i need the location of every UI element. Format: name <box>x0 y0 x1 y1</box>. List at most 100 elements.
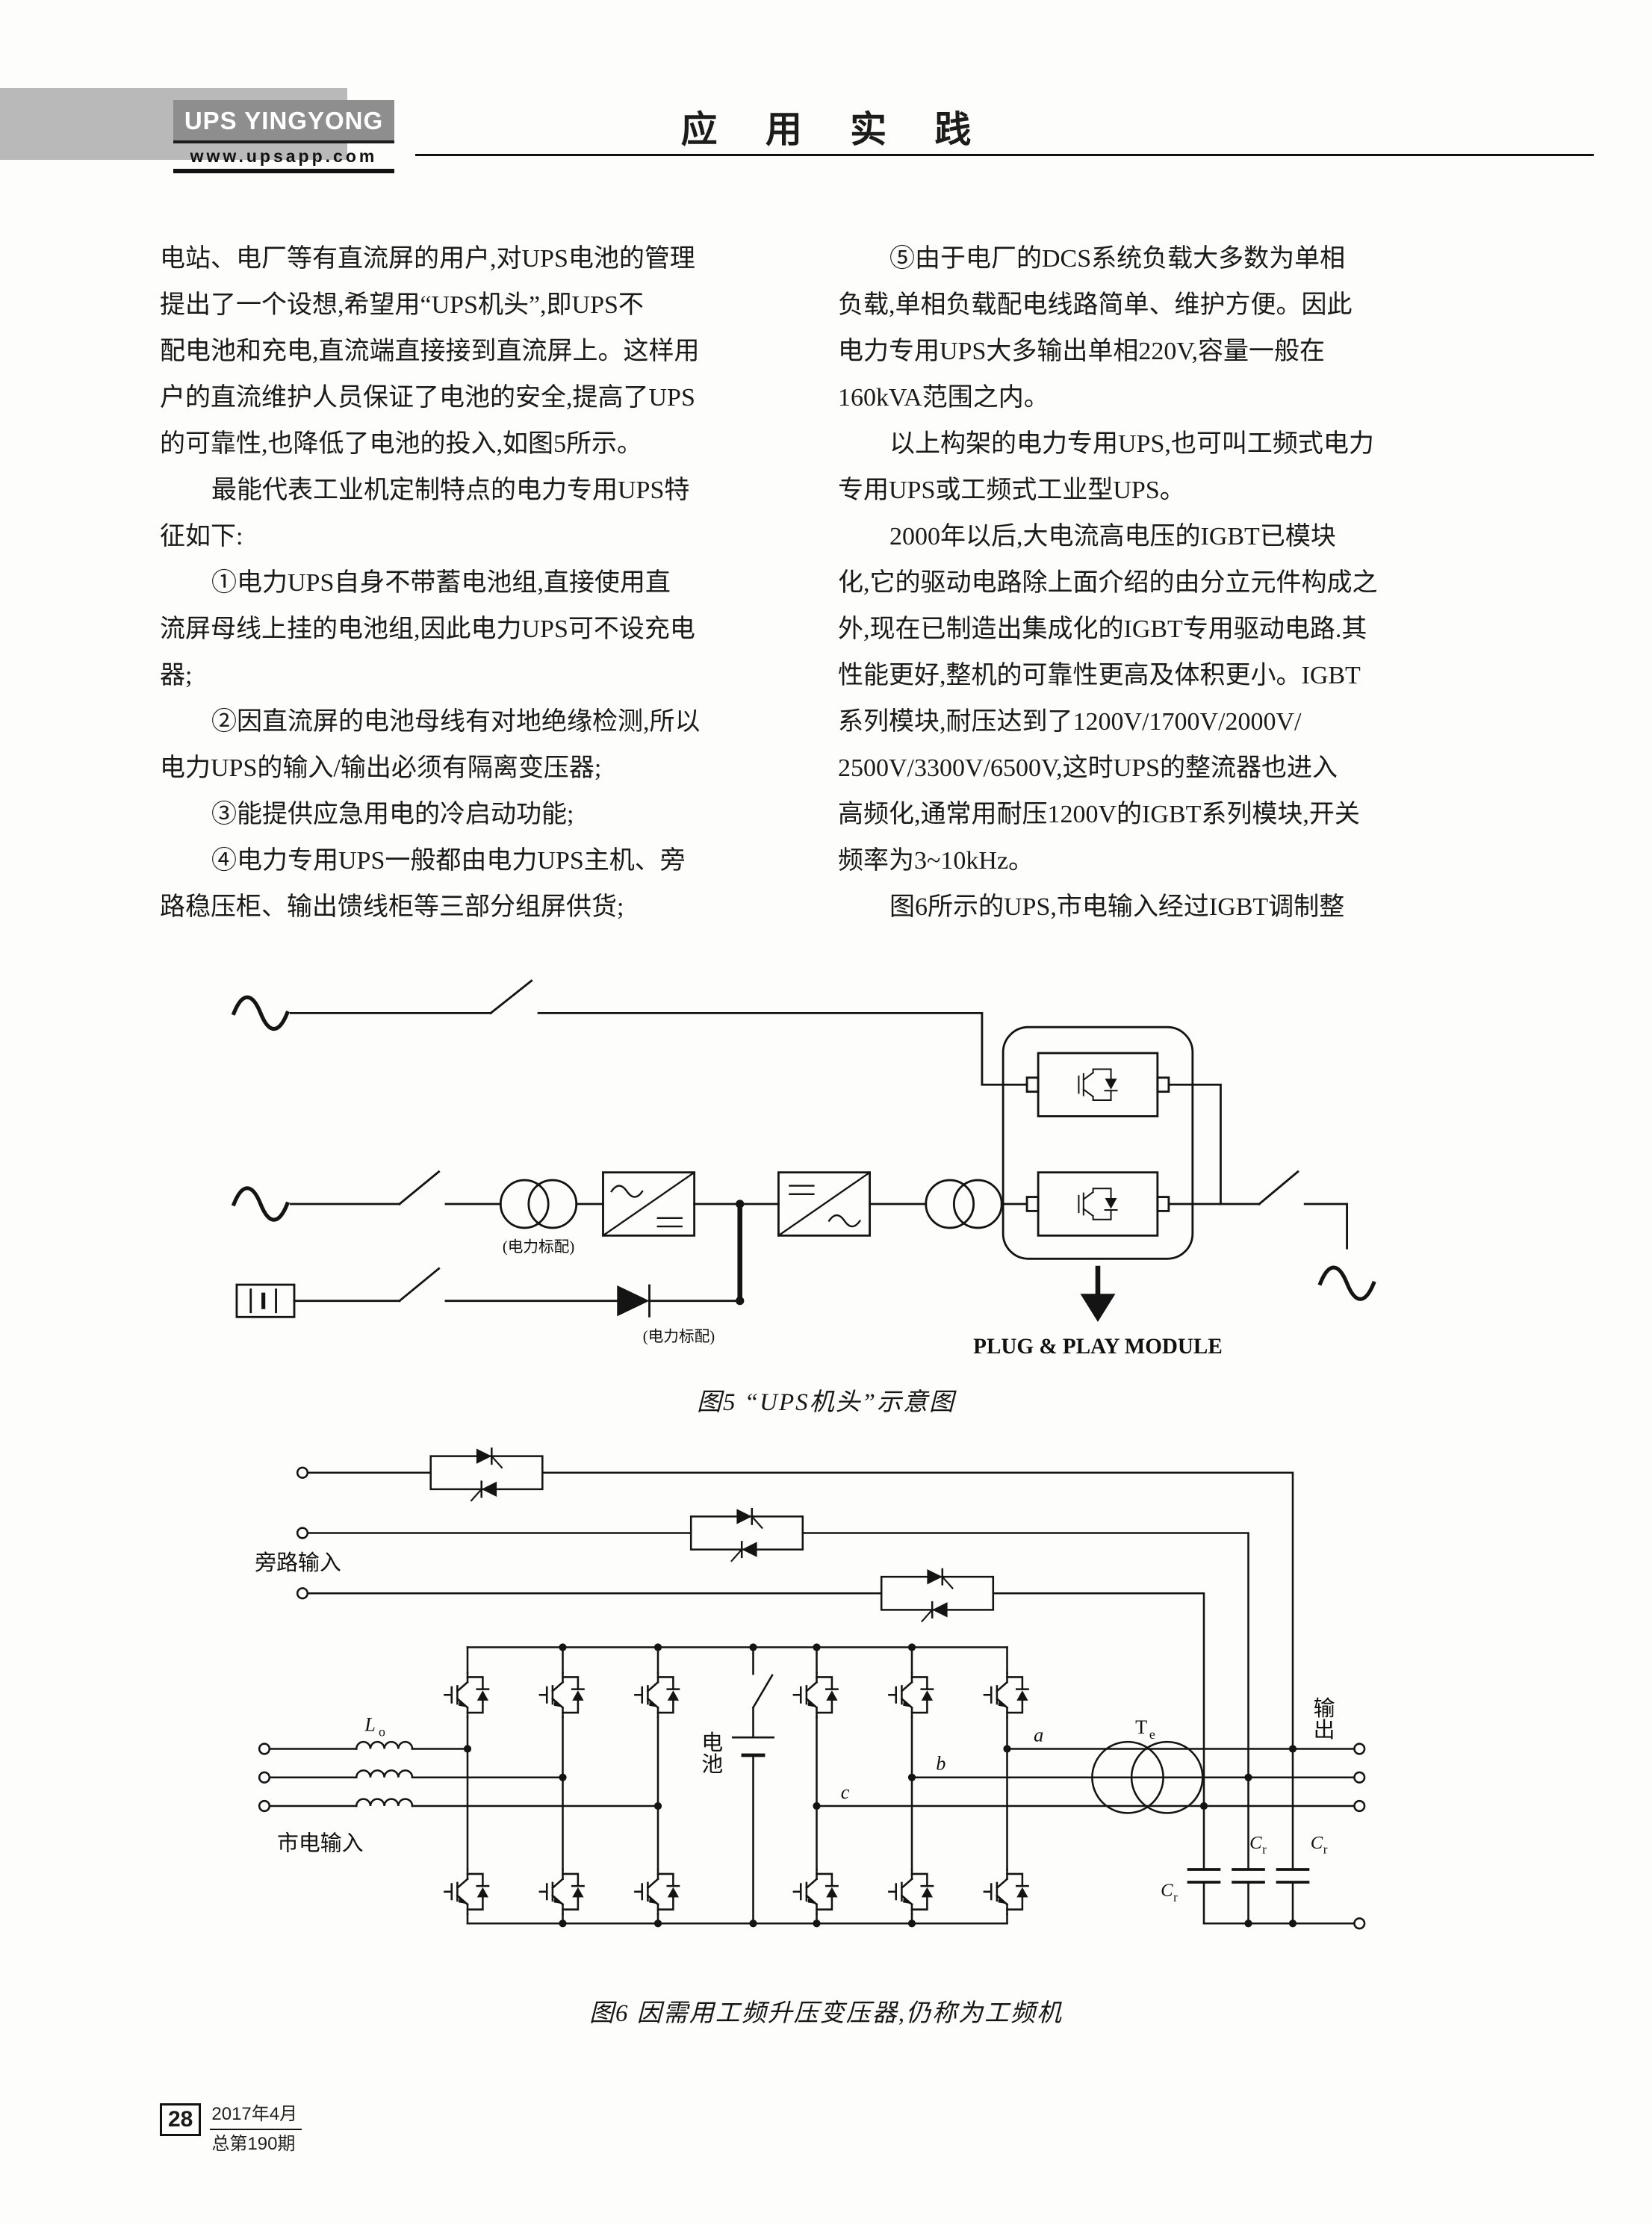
mains-input: 市电输入 L o <box>258 1714 659 1856</box>
igbt-icon <box>1078 1068 1118 1102</box>
igbt-icon <box>792 1672 839 1719</box>
figure6-diagram: 旁路输入 市电输入 L o <box>255 1447 1366 1930</box>
logo-title: UPS YINGYONG <box>173 100 394 143</box>
figure5-caption: 图5 “UPS机头”示意图 <box>697 1389 955 1416</box>
figure6-caption: 图6 因需用工频升压变压器,仍称为工频机 <box>589 2000 1063 2027</box>
output-label: 输出 <box>1310 1697 1334 1740</box>
capacitor-icon <box>1232 1868 1265 1884</box>
body-text-line: 器; <box>160 662 193 689</box>
inductor-icon <box>355 1769 414 1779</box>
rectifier-box <box>601 1171 696 1237</box>
issue-number: 总第190期 <box>211 2134 296 2154</box>
wire <box>801 1532 1249 1871</box>
switch-icon <box>1258 1170 1299 1205</box>
body-text-line: ③能提供应急用电的冷启动功能; <box>211 801 574 828</box>
igbt-icon <box>888 1672 934 1719</box>
ac-wave-icon <box>234 997 287 1028</box>
junction-dots <box>463 1643 1297 1928</box>
inverter-box <box>777 1171 872 1237</box>
body-text-line: 系列模块,耐压达到了1200V/1700V/2000V/ <box>838 708 1302 736</box>
mains-input-label: 市电输入 <box>277 1832 364 1856</box>
header-rule <box>415 154 1594 156</box>
power-standard-label: (电力标配) <box>503 1238 574 1256</box>
left-column: 电站、电厂等有直流屏的用户,对UPS电池的管理提出了一个设想,希望用“UPS机头… <box>160 236 804 931</box>
battery-icon <box>235 1283 296 1318</box>
inductor-icon <box>355 1798 414 1807</box>
igbt-icon <box>1078 1188 1118 1220</box>
power-standard-label: (电力标配) <box>643 1328 715 1345</box>
bypass-circuit: 旁路输入 <box>255 1447 1294 1871</box>
module-label: PLUG & PLAY MODULE <box>973 1335 1223 1359</box>
ac-wave-icon <box>1320 1267 1373 1299</box>
bypass-input-label: 旁路输入 <box>255 1551 341 1575</box>
body-text-line: 电力UPS的输入/输出必须有隔离变压器; <box>160 754 602 782</box>
body-text-line: 配电池和充电,直流端直接接到直流屏上。这样用 <box>160 338 700 365</box>
body-text-line: 的可靠性,也降低了电池的投入,如图5所示。 <box>160 430 642 458</box>
page-title: 应 用 实 践 <box>680 109 991 150</box>
plug-and-play-module <box>1002 1025 1194 1260</box>
capacitor-icon <box>1187 1868 1221 1884</box>
igbt-module-top <box>1025 1052 1170 1117</box>
igbt-icon <box>634 1672 680 1719</box>
ac-source-top <box>234 997 287 1028</box>
page-number: 28 <box>160 2103 202 2136</box>
cap-label-sub: r <box>1173 1890 1178 1905</box>
body-text-line: ①电力UPS自身不带蓄电池组,直接使用直 <box>211 569 671 597</box>
igbt-icon <box>538 1672 585 1719</box>
ac-wave-icon <box>234 1188 287 1220</box>
body-text-line: ②因直流屏的电池母线有对地绝缘检测,所以 <box>211 708 701 736</box>
body-text-line: 最能代表工业机定制特点的电力专用UPS特 <box>211 477 690 504</box>
issue-info: 2017年4月 总第190期 <box>210 2103 302 2156</box>
igbt-icon <box>444 1868 490 1915</box>
thyristor-pair-icon <box>880 1568 995 1622</box>
terminal-icon <box>296 1587 309 1600</box>
switch-icon <box>397 1267 441 1303</box>
wire <box>1167 1083 1222 1205</box>
body-text-line: 户的直流维护人员保证了电池的安全,提高了UPS <box>160 384 695 412</box>
terminal-icon <box>1353 1917 1366 1930</box>
terminal-icon <box>1353 1771 1366 1784</box>
terminal-icon <box>1353 1799 1366 1813</box>
terminal-icon <box>258 1799 271 1813</box>
battery-branch: 电池 <box>698 1646 774 1925</box>
terminal-icon <box>296 1527 309 1539</box>
switch-icon <box>397 1170 441 1205</box>
inverter-bridge <box>792 1646 1029 1925</box>
magazine-logo: UPS YINGYONG www.upsapp.com <box>173 100 394 173</box>
phase-c-label: c <box>841 1781 850 1803</box>
igbt-icon <box>792 1868 839 1915</box>
wire <box>992 1592 1205 1871</box>
isolation-transformer-icon <box>499 1179 578 1229</box>
figure6: 旁路输入 市电输入 L o <box>239 1438 1382 1984</box>
body-text-line: 电站、电厂等有直流屏的用户,对UPS电池的管理 <box>160 245 695 273</box>
body-text-line: 流屏母线上挂的电池组,因此电力UPS可不设充电 <box>160 615 695 643</box>
igbt-icon <box>634 1868 680 1915</box>
body-text-line: 性能更好,整机的可靠性更高及体积更小。IGBT <box>838 662 1361 689</box>
cap-label-sub: r <box>1323 1843 1328 1857</box>
output-terminals: 输出 <box>1310 1697 1366 1930</box>
body-text-line: 专用UPS或工频式工业型UPS。 <box>838 477 1185 504</box>
terminal-icon <box>258 1743 271 1755</box>
body-text-line: 负载,单相负载配电线路简单、维护方便。因此 <box>838 291 1353 319</box>
terminal-icon <box>296 1466 309 1479</box>
cap-label: C <box>1249 1833 1262 1853</box>
igbt-icon <box>983 1868 1029 1915</box>
output-transformer-icon <box>925 1179 1003 1229</box>
body-text-line: 提出了一个设想,希望用“UPS机头”,即UPS不 <box>160 291 644 319</box>
igbt-icon <box>444 1672 490 1719</box>
transformer-label: T <box>1135 1716 1147 1738</box>
body-text-line: ④电力专用UPS一般都由电力UPS主机、旁 <box>211 847 686 875</box>
switch-icon <box>751 1674 774 1709</box>
body-text-line: 频率为3~10kHz。 <box>838 847 1034 875</box>
figure5: (电力标配) <box>224 971 1389 1364</box>
inductor-label-sub: o <box>379 1725 385 1740</box>
rectifier-bridge <box>444 1646 680 1925</box>
body-text-line: 图6所示的UPS,市电输入经过IGBT调制整 <box>889 893 1345 921</box>
battery-label: 电池 <box>698 1731 722 1775</box>
cap-label: C <box>1161 1881 1173 1901</box>
switch-icon <box>489 979 533 1015</box>
output-transformer-icon: T e <box>1091 1716 1204 1814</box>
terminal-icon <box>1353 1743 1366 1755</box>
body-text-line: 以上构架的电力专用UPS,也可叫工频式电力 <box>889 430 1374 458</box>
output-filter-capacitors: C r C r C r <box>1161 1833 1356 1925</box>
